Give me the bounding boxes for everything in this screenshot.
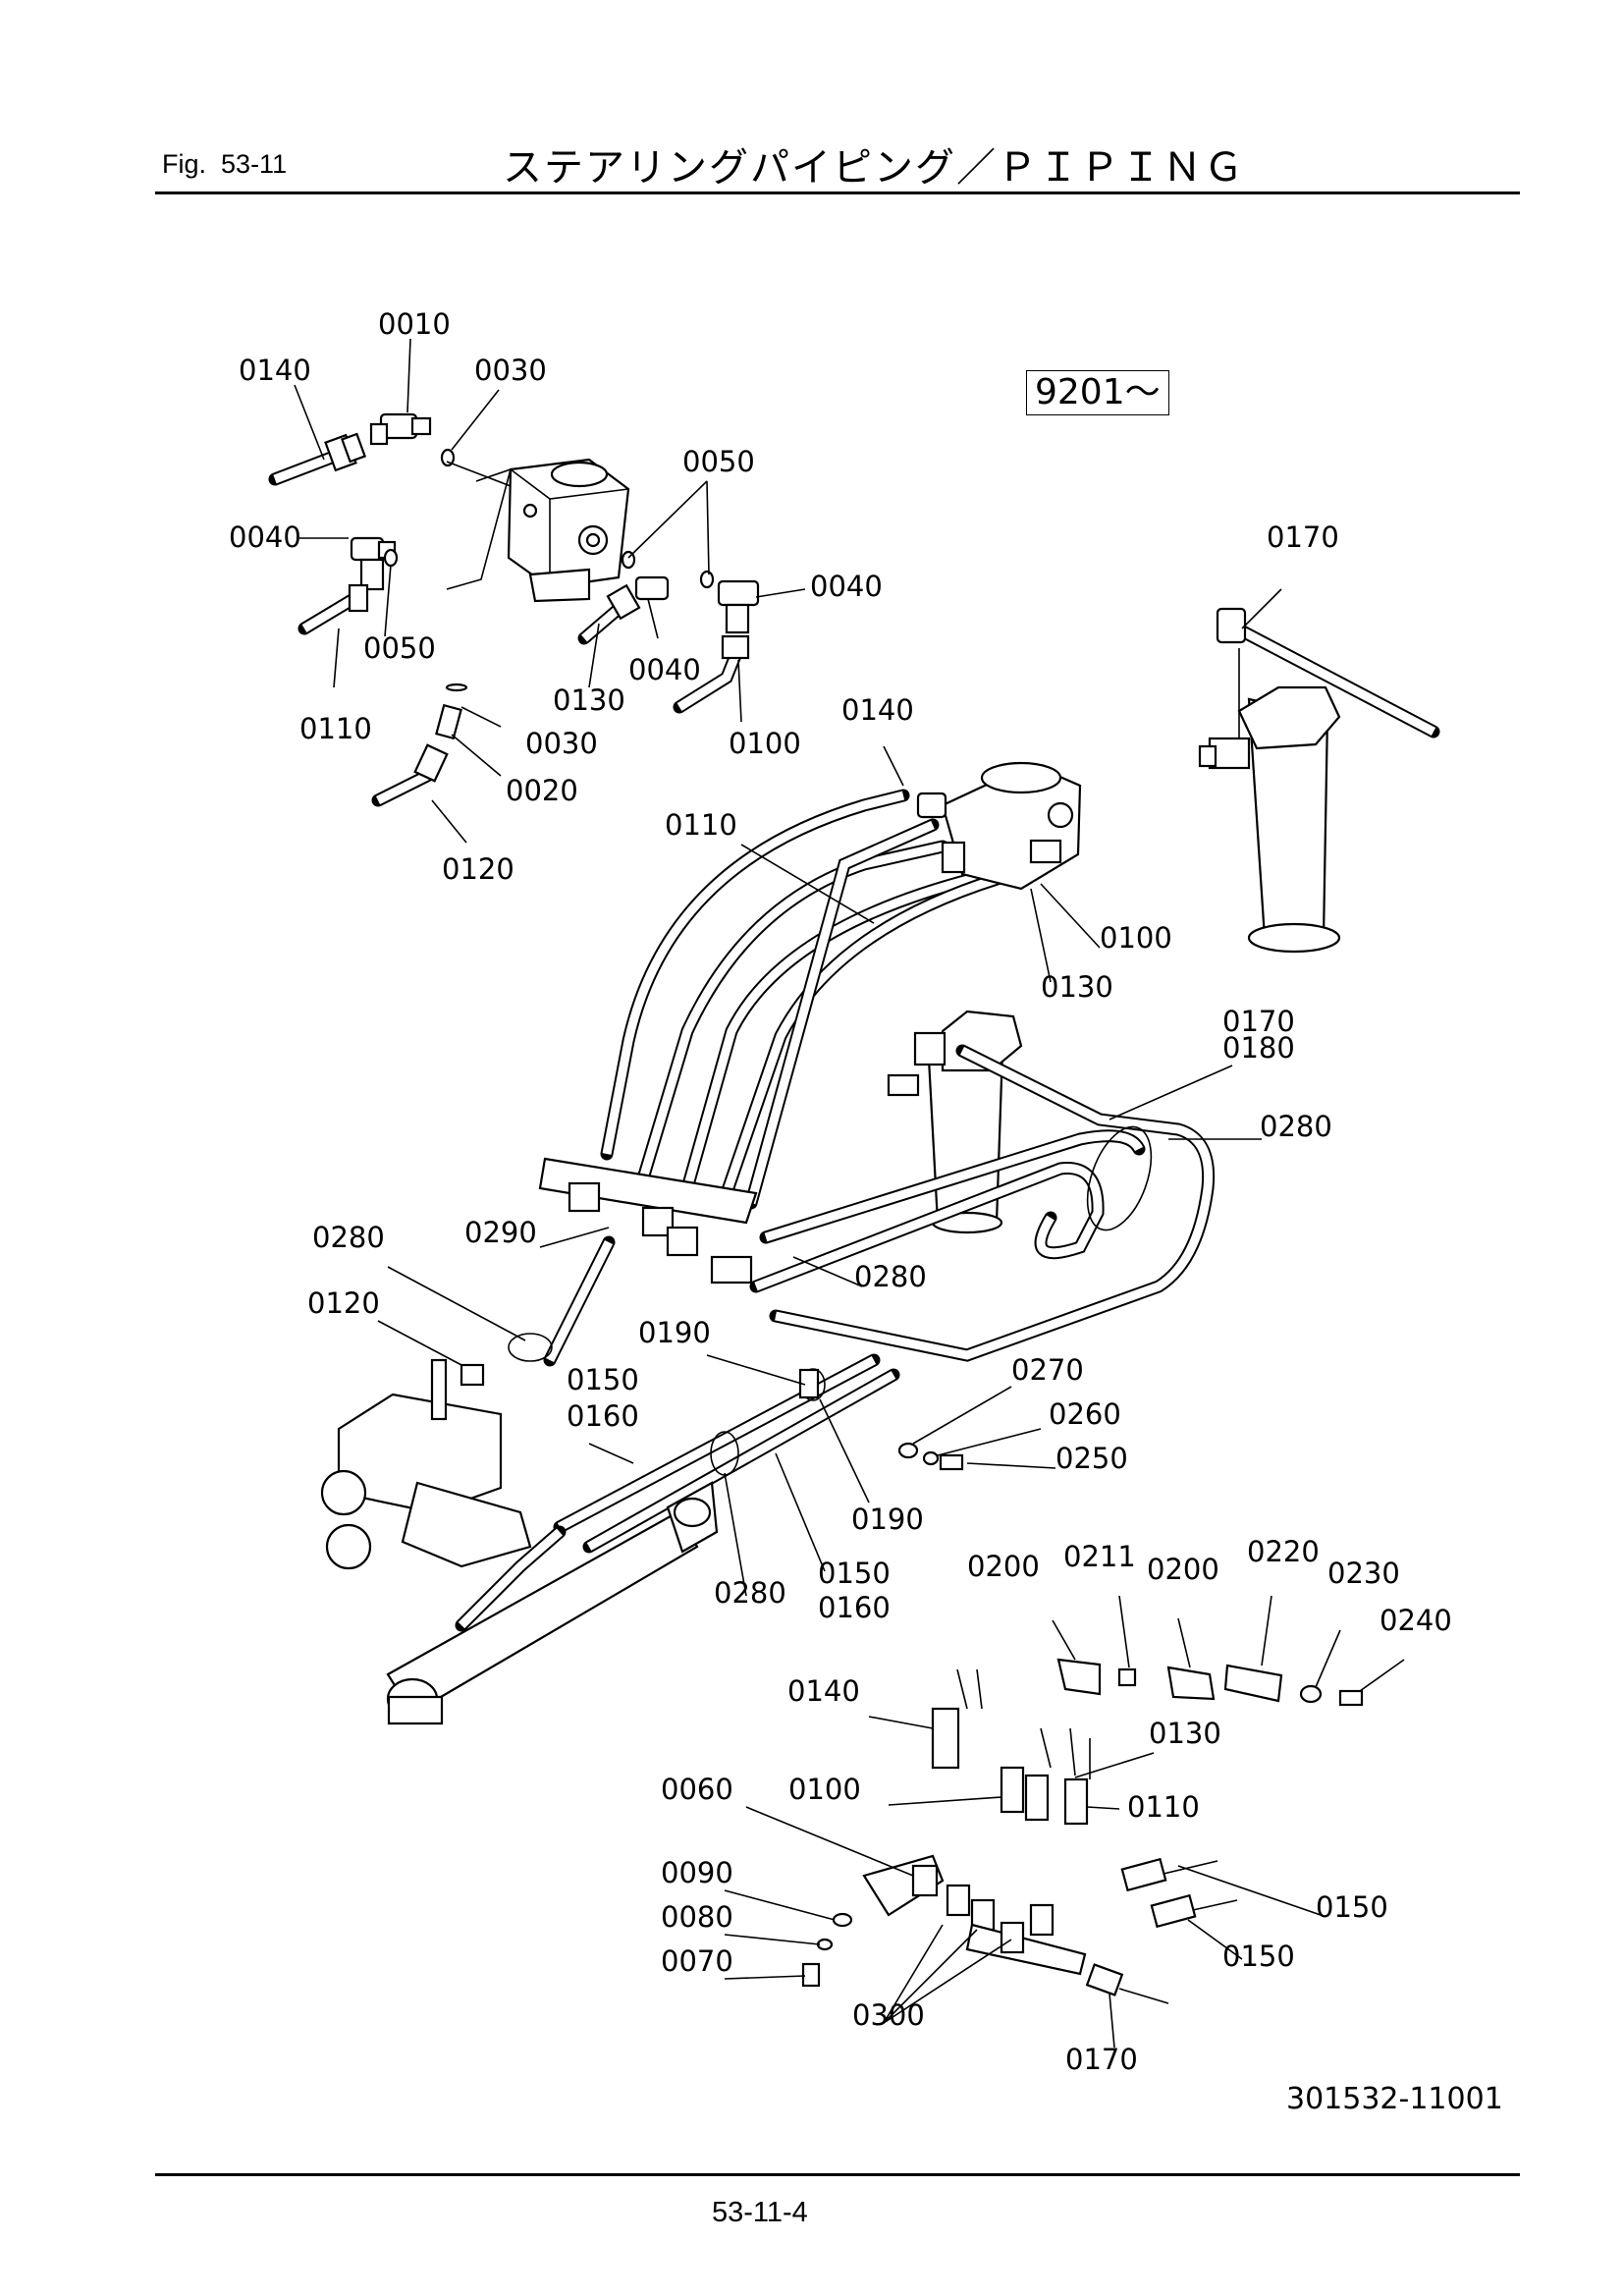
- callout-0280: 0280: [1260, 1110, 1332, 1143]
- callout-0040: 0040: [229, 520, 301, 554]
- o-ring-0050-right: [699, 570, 715, 589]
- callout-0240: 0230: [1327, 1557, 1400, 1590]
- callout-0030: 0030: [474, 354, 547, 387]
- callout-0211: 0211: [1063, 1540, 1136, 1573]
- callout-0140: 0140: [841, 693, 914, 727]
- callout-0050: 0050: [682, 445, 755, 478]
- steering-unit-center: [916, 761, 1082, 891]
- callout-0150: 0150: [1222, 1940, 1295, 1973]
- filter-detail-top-right: [1198, 607, 1440, 954]
- footer-rule: [155, 2173, 1520, 2176]
- figure-label: Fig. 53-11: [162, 149, 287, 180]
- callout-0050: 0050: [363, 631, 436, 665]
- callout-0090: 0090: [661, 1856, 733, 1889]
- callout-0300: 0300: [852, 1998, 925, 2032]
- callout-0060: 0060: [661, 1773, 733, 1806]
- o-ring-0050-left: [383, 548, 399, 568]
- page-number: 53-11-4: [712, 2197, 808, 2228]
- part-callouts: 0010 0140 0030 0050 0040 0040 0170 0050 …: [229, 307, 1452, 2076]
- callout-0140: 0140: [787, 1674, 860, 1708]
- adaptor-0020: [435, 703, 462, 740]
- clamp-parts-0200-0240: [1056, 1658, 1364, 1707]
- callout-0160: 0160: [818, 1591, 891, 1624]
- callout-0150: 0150: [818, 1557, 891, 1590]
- hose-0140-detail: [268, 432, 367, 486]
- callout-0290: 0290: [464, 1216, 537, 1249]
- figure-number: 53-11: [221, 149, 288, 179]
- callout-0270: 0270: [1011, 1353, 1084, 1387]
- header-rule: [155, 191, 1520, 194]
- diagram-drawing: [268, 412, 1440, 2004]
- figure-prefix: Fig.: [162, 149, 207, 179]
- mounting-plate-0290: [538, 1157, 758, 1285]
- callout-0260: 0260: [1049, 1397, 1121, 1431]
- callout-0100: 0100: [1100, 921, 1172, 955]
- leader-lines: [294, 338, 1405, 2049]
- callout-0020: 0020: [506, 774, 578, 807]
- drawing-number: 301532-11001: [1286, 2082, 1503, 2116]
- hose-0120-detail: [371, 743, 449, 807]
- callout-0200: 0200: [967, 1550, 1040, 1583]
- elbow-fitting-0040-right: [717, 579, 760, 634]
- bolts-0070-0090: [801, 1912, 853, 1988]
- power-cylinder: [386, 1481, 719, 1725]
- callout-0220: 0220: [1247, 1535, 1320, 1568]
- callout-0110: 0110: [1127, 1790, 1200, 1824]
- callout-0190: 0190: [851, 1503, 924, 1536]
- serial-range-box: 9201～: [1026, 370, 1169, 415]
- bracket-lines: [446, 461, 513, 590]
- hose-0100-detail: [673, 634, 750, 714]
- callout-0150: 0150: [1316, 1890, 1388, 1924]
- callout-0120: 0120: [307, 1286, 380, 1320]
- callout-0110: 0110: [299, 712, 372, 745]
- callout-0280: 0280: [312, 1221, 385, 1254]
- callout-0010: 0010: [378, 307, 451, 341]
- o-ring-0030-lower: [445, 683, 468, 692]
- callout-0140: 0140: [239, 354, 311, 387]
- callout-0180: 0180: [1222, 1031, 1295, 1065]
- callout-0130: 0130: [1149, 1717, 1221, 1750]
- callout-0070: 0070: [661, 1944, 733, 1978]
- page-title: ステアリングパイピング／ＰＩＰＩＮＧ: [503, 145, 1245, 191]
- callout-0280: 0280: [854, 1260, 927, 1293]
- callout-0040: 0040: [810, 570, 883, 603]
- elbow-fitting-0010: [369, 412, 432, 446]
- callout-0250: 0250: [1055, 1442, 1128, 1475]
- hose-fittings-lower: [931, 1668, 1238, 2004]
- hose-0110-detail: [298, 583, 369, 635]
- callout-0280: 0280: [714, 1576, 786, 1610]
- control-valve-lower-left: [320, 1358, 532, 1570]
- callout-0200: 0200: [1147, 1553, 1219, 1586]
- cylinder-pipes: [455, 1235, 900, 1632]
- callout-0030: 0030: [525, 727, 598, 760]
- callout-0120: 0120: [442, 852, 514, 886]
- elbow-fitting-0040-left: [350, 536, 397, 591]
- main-pipe-bundle: [600, 789, 1057, 1210]
- plate-0060: [862, 1854, 1087, 1976]
- o-ring-0030: [440, 448, 456, 467]
- steering-valve-block: [507, 458, 630, 603]
- hose-0130-detail: [577, 575, 670, 645]
- callout-0040: 0040: [628, 653, 701, 686]
- callout-0080: 0080: [661, 1900, 733, 1934]
- callout-0130: 0130: [1041, 970, 1113, 1004]
- callout-0130: 0130: [553, 683, 625, 717]
- callout-0100: 0100: [729, 727, 801, 760]
- callout-0170: 0170: [1222, 1005, 1295, 1038]
- washer-bolt-set: [897, 1442, 964, 1471]
- callout-0190: 0190: [638, 1316, 711, 1349]
- callout-0110: 0110: [665, 808, 737, 842]
- callout-0160: 0160: [567, 1399, 639, 1433]
- return-pipe-loop: [749, 1044, 1216, 1362]
- callout-0170: 0170: [1065, 2043, 1138, 2076]
- callout-0150: 0150: [567, 1363, 639, 1396]
- callout-0100: 0100: [788, 1773, 861, 1806]
- callout-0230: 0240: [1380, 1604, 1452, 1637]
- callout-0170: 0170: [1267, 520, 1339, 554]
